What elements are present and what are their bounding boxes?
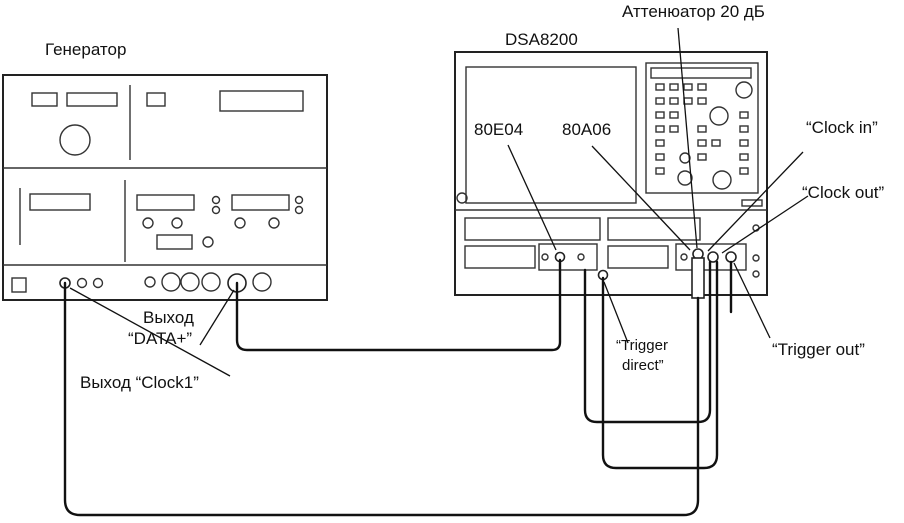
cable-data-to-80e04 [235, 258, 562, 352]
control-buttons [655, 83, 749, 175]
clock-in-label: “Clock in” [806, 118, 878, 137]
cable-trigger-direct-to-clock-out [601, 260, 719, 470]
attenuator-label: Аттенюатор 20 дБ [622, 2, 765, 21]
attenuator-body [691, 257, 705, 299]
trigger-direct-label-line2: direct” [622, 357, 664, 374]
generator-device [2, 74, 328, 301]
generator-label: Генератор [45, 40, 126, 59]
trigger-direct-label-line1: “Trigger [616, 337, 668, 354]
clock1-out-label: Выход “Clock1” [80, 373, 199, 392]
data-out-label-line1: Выход [143, 308, 194, 327]
dsa8200-label: DSA8200 [505, 30, 578, 49]
cable-trigger-out-loop [583, 260, 712, 424]
cables [63, 258, 733, 517]
labels: Генератор DSA8200 Аттенюатор 20 дБ 80E04… [45, 2, 885, 392]
data-out-label-line2: “DATA+” [128, 329, 192, 348]
clock-out-label: “Clock out” [802, 183, 885, 202]
dsa8200-device [454, 51, 768, 299]
module-80a06-label: 80A06 [562, 120, 611, 139]
leader-lines [69, 27, 809, 377]
trigger-out-label: “Trigger out” [772, 340, 865, 359]
cable-clock1-to-clock-in [63, 281, 700, 517]
module-80e04-label: 80E04 [474, 120, 523, 139]
